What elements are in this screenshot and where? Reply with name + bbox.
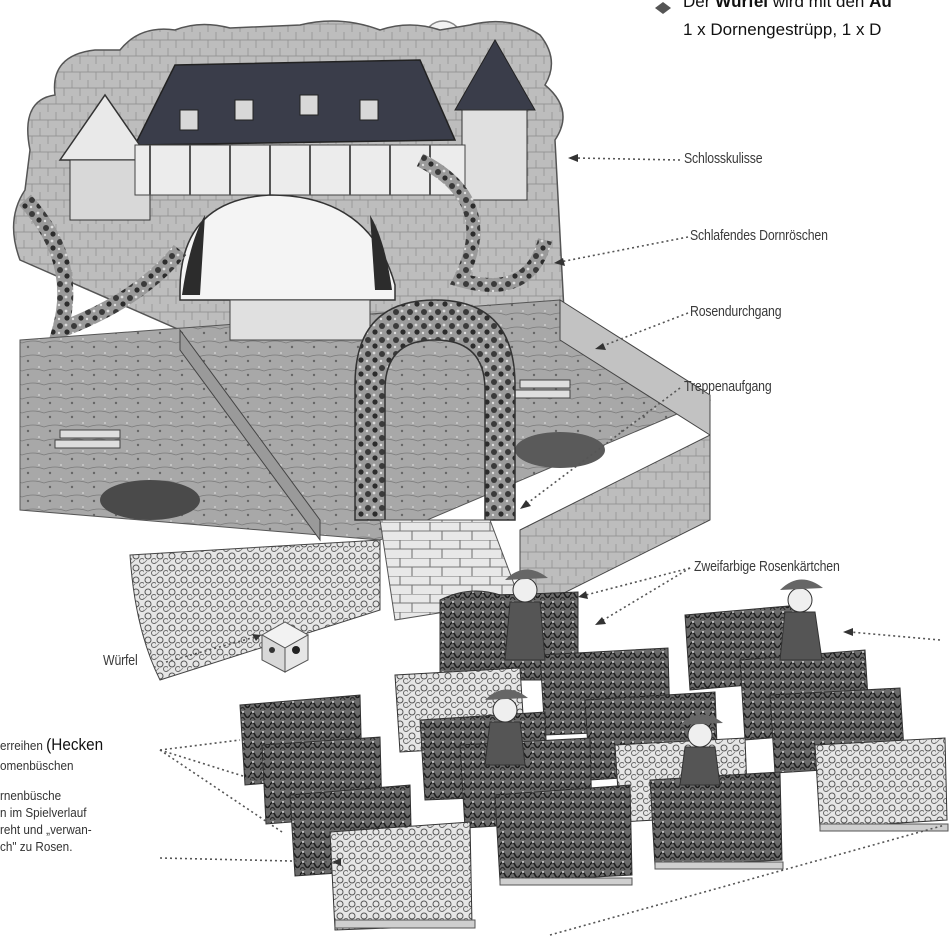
hedge-note-line-4: n im Spielverlauf bbox=[0, 805, 86, 821]
hedge-note-heading: erreihen (Hecken bbox=[0, 737, 103, 754]
label-rosendurchgang: Rosendurchgang bbox=[690, 303, 781, 320]
label-treppenaufgang: Treppenaufgang bbox=[684, 378, 772, 395]
hedge-note-line-3: rnenbüsche bbox=[0, 788, 61, 804]
instruction-line-2: 1 x Dornengestrüpp, 1 x D bbox=[683, 20, 881, 40]
label-rosenkaertchen: Zweifarbige Rosenkärtchen bbox=[694, 558, 840, 575]
label-wuerfel: Würfel bbox=[103, 652, 138, 669]
hedge-note-line-5: reht und „verwan- bbox=[0, 822, 92, 838]
hedge-note-line-6: ch" zu Rosen. bbox=[0, 839, 72, 855]
instruction-line-1: Der Würfel wird mit den Au bbox=[683, 0, 892, 12]
hedge-note-line-2: omenbüschen bbox=[0, 758, 74, 774]
bullet-icon bbox=[655, 2, 671, 14]
hedge-cards bbox=[240, 591, 948, 930]
label-schlosskulisse: Schlosskulisse bbox=[684, 150, 762, 167]
label-schlafendes-dornroeschen: Schlafendes Dornröschen bbox=[690, 227, 828, 244]
